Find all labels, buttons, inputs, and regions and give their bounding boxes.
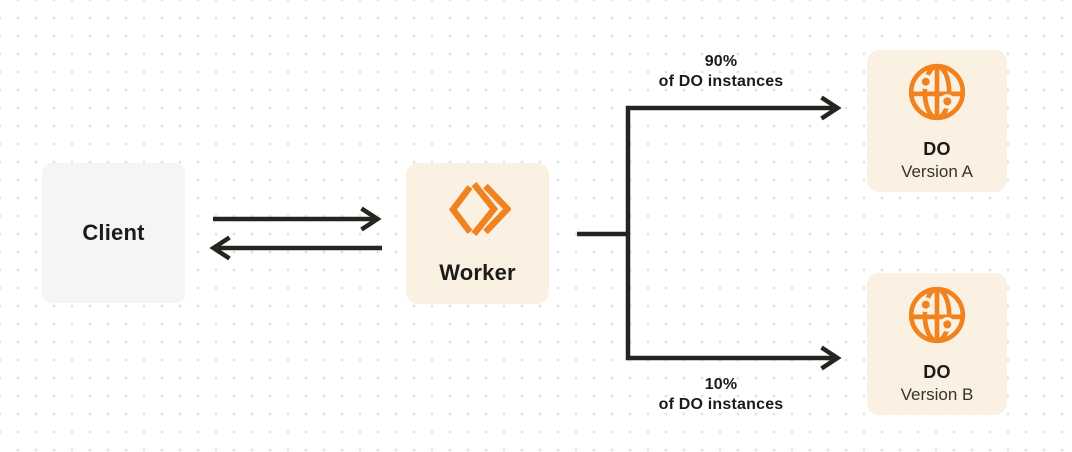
bottom-branch-percent: 10% [704, 376, 738, 393]
durable-object-globe-icon [908, 286, 966, 344]
client-node: Client [42, 163, 185, 303]
client-label: Client [82, 220, 145, 245]
do-version-b-title: DO [923, 362, 951, 382]
do-version-a-node: DO Version A [867, 50, 1007, 192]
worker-to-client-arrow [209, 235, 382, 261]
top-branch-caption: of DO instances [658, 73, 784, 90]
worker-label: Worker [439, 260, 516, 285]
top-branch-percent: 90% [704, 53, 738, 70]
worker-branch-lines [577, 95, 842, 371]
do-version-b-node: DO Version B [867, 273, 1007, 415]
do-version-b-subtitle: Version B [900, 385, 974, 404]
top-branch-label: 90% of DO instances [659, 52, 784, 92]
bottom-branch-label: 10% of DO instances [659, 375, 784, 415]
durable-object-globe-icon [908, 63, 966, 121]
client-to-worker-arrow [213, 206, 382, 232]
bottom-branch-caption: of DO instances [658, 396, 784, 413]
worker-node: Worker [406, 163, 549, 304]
do-version-a-title: DO [923, 139, 951, 159]
cloudflare-workers-icon [448, 182, 511, 236]
do-version-a-subtitle: Version A [901, 162, 973, 181]
